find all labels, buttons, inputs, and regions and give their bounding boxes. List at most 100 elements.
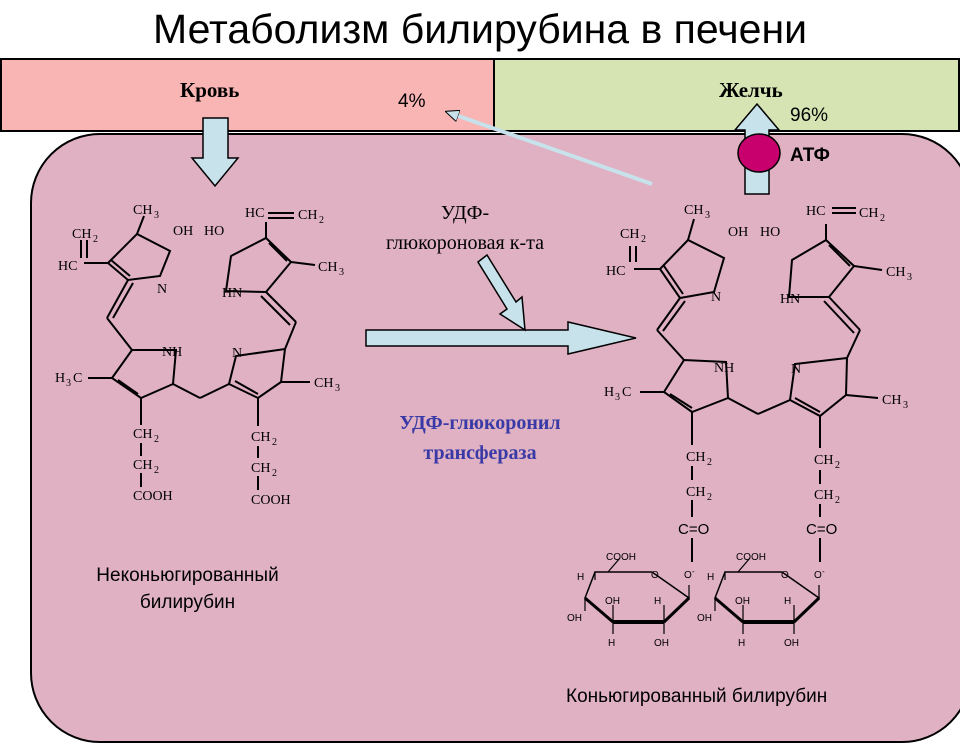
bile-compartment: Желчь: [495, 58, 960, 132]
svg-text:CH: CH: [686, 485, 705, 500]
svg-text:2: 2: [319, 215, 324, 226]
glucuronide-ring-1-labels: COOH H O O- OH OH H H OH: [567, 552, 695, 649]
glucuronide-ring-2: [714, 557, 821, 634]
svg-text:CH: CH: [314, 376, 333, 391]
svg-text:OH: OH: [735, 596, 750, 607]
svg-text:H: H: [738, 638, 745, 649]
svg-text:CH: CH: [814, 488, 833, 503]
svg-text:COOH: COOH: [736, 552, 766, 563]
svg-text:H: H: [577, 572, 584, 583]
svg-text:2: 2: [880, 213, 885, 224]
svg-text:CH: CH: [882, 393, 901, 408]
blood-label: Кровь: [180, 78, 240, 102]
udp-glucuronic-acid-label: УДФ- глюкороновая к-та: [385, 202, 544, 254]
svg-text:3: 3: [66, 378, 71, 389]
svg-text:2: 2: [707, 492, 712, 503]
svg-text:N: N: [791, 362, 801, 377]
glucuronide-ring-1: [584, 557, 691, 634]
udp-acid-arrow: [477, 253, 526, 332]
slide-title: Метаболизм билирубина в печени: [152, 6, 808, 52]
svg-text:HN: HN: [222, 286, 242, 301]
svg-text:3: 3: [339, 267, 344, 278]
svg-text:CH: CH: [72, 227, 91, 242]
svg-text:OH: OH: [654, 638, 669, 649]
svg-text:HO: HO: [760, 225, 780, 240]
svg-text:H: H: [654, 596, 661, 607]
excretion-percent: 96%: [790, 105, 829, 126]
svg-text:N: N: [157, 282, 167, 297]
svg-text:-: -: [822, 567, 825, 576]
blood-compartment: Кровь: [0, 58, 495, 132]
svg-text:H: H: [707, 572, 714, 583]
conjugation-arrow: [365, 321, 637, 355]
svg-text:HC: HC: [58, 259, 77, 274]
svg-text:2: 2: [835, 495, 840, 506]
svg-text:CH: CH: [859, 206, 878, 221]
svg-text:OH: OH: [784, 638, 799, 649]
svg-text:2: 2: [272, 437, 277, 448]
svg-text:O: O: [781, 570, 789, 581]
svg-text:COOH: COOH: [606, 552, 636, 563]
svg-text:H: H: [55, 371, 65, 386]
svg-text:-: -: [692, 567, 695, 576]
svg-text:C=O: C=O: [806, 521, 837, 538]
svg-text:CH: CH: [620, 227, 639, 242]
svg-text:O: O: [684, 570, 692, 581]
glucuronide-ring-2-labels: COOH H O O- OH OH H H OH: [697, 552, 825, 649]
svg-text:HC: HC: [245, 206, 264, 221]
svg-text:C=O: C=O: [678, 521, 709, 538]
liver-cell: [30, 133, 960, 743]
svg-text:HC: HC: [606, 264, 625, 279]
svg-text:HC: HC: [806, 204, 825, 219]
svg-text:CH: CH: [814, 453, 833, 468]
svg-text:OH: OH: [173, 224, 193, 239]
svg-text:COOH: COOH: [133, 489, 173, 504]
svg-text:H: H: [784, 596, 791, 607]
svg-text:3: 3: [154, 210, 159, 221]
reflux-percent: 4%: [398, 91, 426, 112]
unconjugated-bilirubin-structure: [80, 212, 316, 490]
svg-text:2: 2: [154, 434, 159, 445]
carbonyl-labels: C=O C=O: [678, 521, 837, 538]
svg-text:H: H: [604, 385, 614, 400]
svg-text:COOH: COOH: [251, 493, 291, 508]
uptake-arrow: [190, 117, 240, 188]
unconjugated-caption: Неконьюгированный билирубин: [96, 565, 279, 613]
svg-text:3: 3: [615, 392, 620, 403]
svg-text:OH: OH: [567, 613, 582, 624]
svg-text:CH: CH: [251, 430, 270, 445]
svg-text:2: 2: [154, 465, 159, 476]
svg-text:O: O: [651, 570, 659, 581]
svg-text:3: 3: [335, 383, 340, 394]
svg-text:CH: CH: [686, 450, 705, 465]
bile-label: Желчь: [719, 78, 783, 102]
reflux-arrow: [447, 112, 653, 186]
svg-text:OH: OH: [728, 225, 748, 240]
svg-text:O: O: [814, 570, 822, 581]
conjugated-caption: Коньюгированный билирубин: [566, 686, 828, 707]
svg-text:CH: CH: [251, 461, 270, 476]
svg-text:3: 3: [903, 400, 908, 411]
svg-text:N: N: [232, 346, 242, 361]
svg-text:CH: CH: [886, 265, 905, 280]
svg-text:2: 2: [272, 468, 277, 479]
atp-circle: [737, 133, 781, 173]
svg-text:2: 2: [641, 234, 646, 245]
svg-text:H: H: [608, 638, 615, 649]
svg-text:2: 2: [835, 460, 840, 471]
svg-text:CH: CH: [298, 208, 317, 223]
svg-text:OH: OH: [697, 613, 712, 624]
svg-text:CH: CH: [133, 203, 152, 218]
svg-text:HN: HN: [780, 292, 800, 307]
svg-text:CH: CH: [133, 458, 152, 473]
svg-text:CH: CH: [318, 260, 337, 275]
svg-text:NH: NH: [162, 345, 182, 360]
svg-text:3: 3: [705, 210, 710, 221]
svg-text:OH: OH: [605, 596, 620, 607]
svg-text:3: 3: [907, 272, 912, 283]
svg-text:2: 2: [93, 234, 98, 245]
svg-text:2: 2: [707, 457, 712, 468]
